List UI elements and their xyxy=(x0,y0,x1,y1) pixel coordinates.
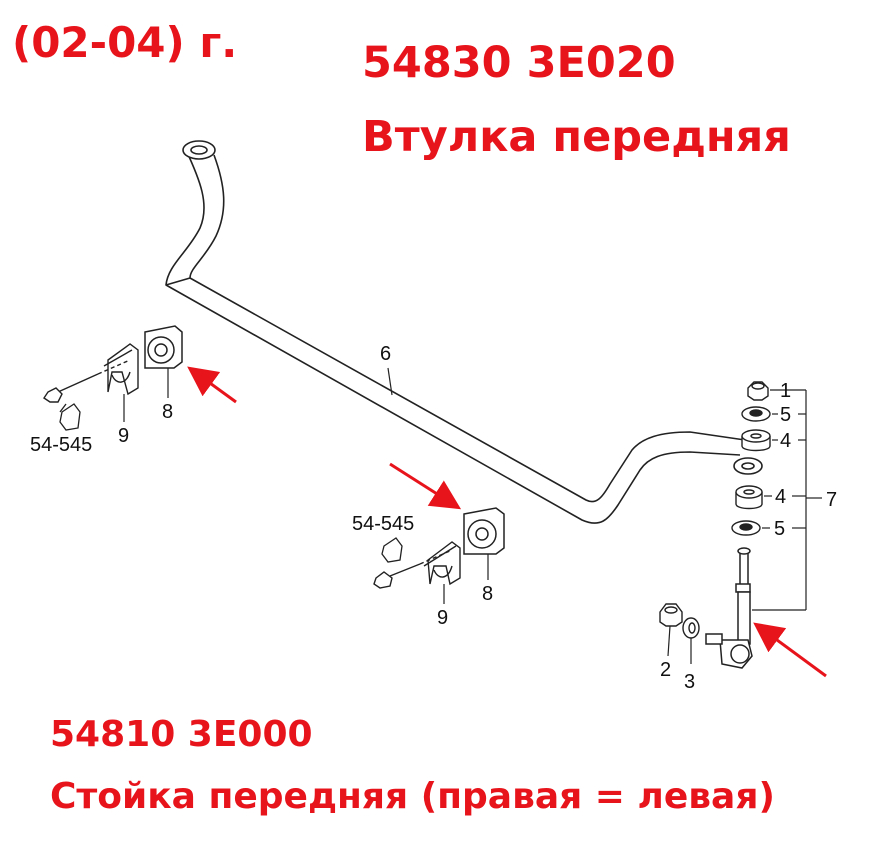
ref-54-545-left: 54-545 xyxy=(30,434,92,456)
callout-7: 7 xyxy=(826,489,837,511)
bracket-left xyxy=(103,343,139,396)
washer-5-upper xyxy=(741,406,771,422)
bushing-left xyxy=(144,325,183,369)
nut-2 xyxy=(659,603,683,627)
callout-9-center: 9 xyxy=(437,607,448,629)
bracket-center xyxy=(423,541,461,586)
bushing-name: Втулка передняя xyxy=(362,112,791,162)
bushing-center xyxy=(463,507,505,555)
callout-4-upper: 4 xyxy=(780,430,791,452)
callout-6: 6 xyxy=(380,343,391,365)
leader-line-2 xyxy=(667,625,671,657)
callout-3: 3 xyxy=(684,671,695,693)
leader-line-6 xyxy=(387,367,393,396)
callout-9-left: 9 xyxy=(118,425,129,447)
bushing-4-lower xyxy=(735,485,763,510)
red-arrow-link xyxy=(753,622,827,678)
red-arrow-center-bushing xyxy=(389,462,462,510)
bushing-4-upper xyxy=(741,429,771,452)
group-7-bracket xyxy=(752,390,822,611)
hand-reference-icon-center xyxy=(381,537,403,563)
callout-2: 2 xyxy=(660,659,671,681)
washer-3 xyxy=(682,617,700,639)
nut-1 xyxy=(747,381,769,401)
link-name: Стойка передняя (правая = левая) xyxy=(50,776,775,817)
ref-54-545-center: 54-545 xyxy=(352,513,414,535)
washer-5-lower xyxy=(731,520,761,536)
callout-8-center: 8 xyxy=(482,583,493,605)
callout-4-lower: 4 xyxy=(775,486,786,508)
callout-5-lower: 5 xyxy=(774,518,785,540)
stabilizer-link xyxy=(705,547,753,669)
link-part-number: 54810 3E000 xyxy=(50,714,313,755)
bolt-left xyxy=(43,359,131,403)
red-arrow-left-bushing xyxy=(187,366,237,404)
hand-reference-icon-left xyxy=(59,403,81,431)
bolt-center xyxy=(373,549,453,589)
stabilizer-bar xyxy=(165,140,763,524)
callout-1: 1 xyxy=(780,380,791,402)
bushing-part-number: 54830 3E020 xyxy=(362,38,676,88)
callout-8-left: 8 xyxy=(162,401,173,423)
year-range-title: (02-04) г. xyxy=(12,18,238,67)
callout-5-upper: 5 xyxy=(780,404,791,426)
